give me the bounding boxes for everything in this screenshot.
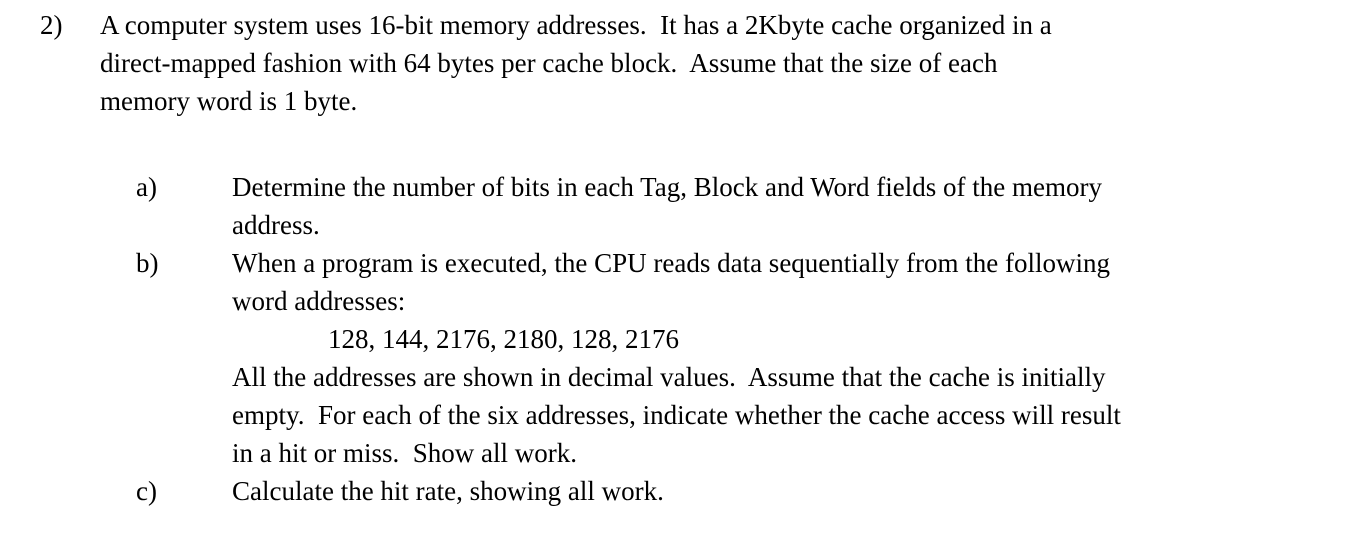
subitem-marker: b)	[136, 248, 159, 278]
subitem-text: Determine the number of bits in each Tag…	[232, 168, 1354, 244]
question-text: A computer system uses 16-bit memory add…	[100, 6, 1354, 120]
intro-line: memory word is 1 byte.	[100, 86, 358, 116]
subitem-list: a) Determine the number of bits in each …	[0, 168, 1354, 510]
question-block: 2) A computer system uses 16-bit memory …	[0, 6, 1354, 120]
subitem-a: a) Determine the number of bits in each …	[0, 168, 1354, 244]
subitem-line: Calculate the hit rate, showing all work…	[232, 476, 664, 506]
subitem-line: empty. For each of the six addresses, in…	[232, 400, 1121, 430]
subitem-line: in a hit or miss. Show all work.	[232, 438, 577, 468]
subitem-b: b) When a program is executed, the CPU r…	[0, 244, 1354, 472]
subitem-text: When a program is executed, the CPU read…	[232, 244, 1354, 472]
question-number: 2)	[40, 10, 63, 40]
subitem-line: When a program is executed, the CPU read…	[232, 248, 1110, 278]
address-sequence-line: 128, 144, 2176, 2180, 128, 2176	[328, 324, 679, 354]
question-row: 2) A computer system uses 16-bit memory …	[0, 6, 1354, 120]
intro-line: A computer system uses 16-bit memory add…	[100, 10, 1052, 40]
subitem-marker: a)	[136, 172, 157, 202]
intro-line: direct-mapped fashion with 64 bytes per …	[100, 48, 998, 78]
subitem-line: address.	[232, 210, 320, 240]
subitem-marker: c)	[136, 476, 157, 506]
subitem-line: word addresses:	[232, 286, 406, 316]
subitem-line: Determine the number of bits in each Tag…	[232, 172, 1102, 202]
subitem-c: c) Calculate the hit rate, showing all w…	[0, 472, 1354, 510]
subitem-line: All the addresses are shown in decimal v…	[232, 362, 1106, 392]
subitem-text: Calculate the hit rate, showing all work…	[232, 472, 1354, 510]
